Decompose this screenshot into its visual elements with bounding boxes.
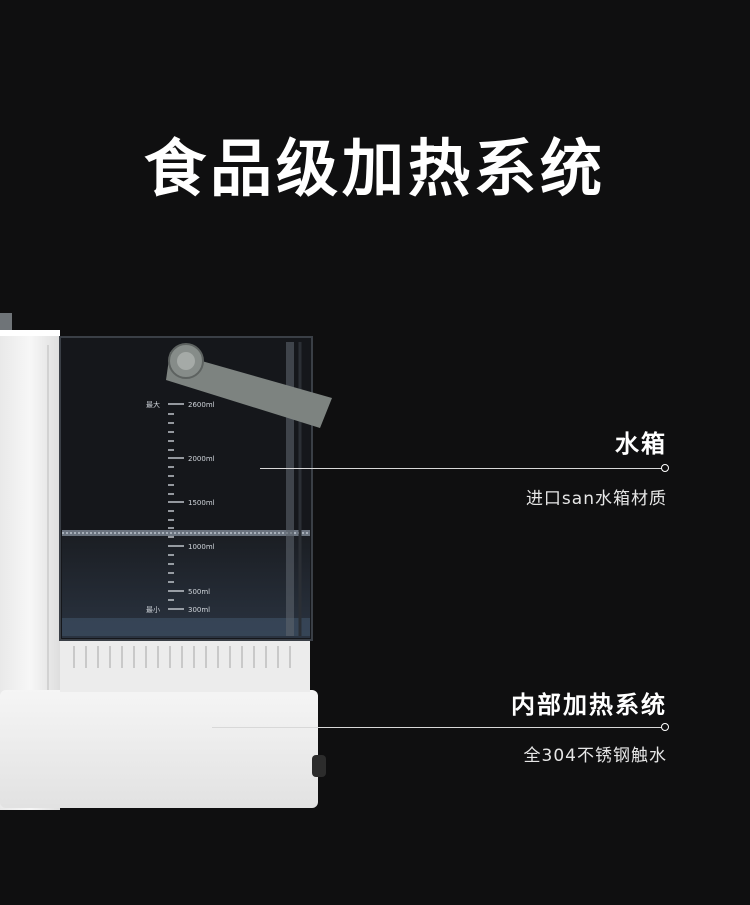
callout-heater-line [212,727,662,728]
callout-tank-line [260,468,662,469]
callout-heater-title: 内部加热系统 [511,691,667,719]
scale-max-label: 最大 [146,400,160,409]
scale-mark: 1000ml [188,543,215,551]
scale-mark: 500ml [188,588,210,596]
appliance-base [0,690,318,808]
scale-mark: 2600ml [188,401,215,409]
scale-mark: 1500ml [188,499,215,507]
scale-min-label: 最小 [146,605,160,614]
body-top-knob [0,313,12,331]
callout-heater-subtitle: 全304不锈钢触水 [523,746,667,766]
page-headline: 食品级加热系统 [143,132,606,205]
tank-seat [60,640,310,692]
callout-tank-dot [661,464,669,472]
tank-handle [166,343,332,428]
tank-scale-ticks [168,403,184,610]
scale-mark: 300ml [188,606,210,614]
callout-tank-subtitle: 进口san水箱材质 [525,489,667,509]
callout-heater-dot [661,723,669,731]
scale-mark: 2000ml [188,455,215,463]
callout-tank-title: 水箱 [615,430,667,458]
tank-seat-ribs [73,646,291,668]
